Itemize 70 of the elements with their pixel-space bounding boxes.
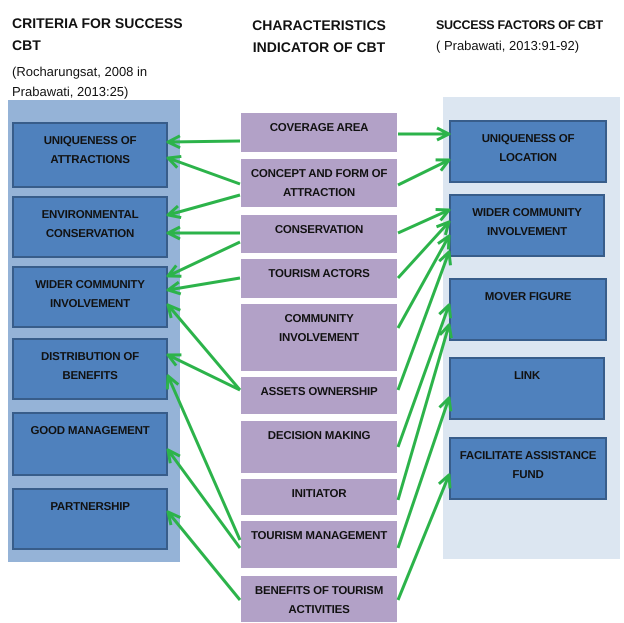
indicator-box [240,258,398,299]
criteria-box [449,278,607,341]
box-label: COVERAGE AREA [270,121,368,136]
arrow [398,126,450,142]
arrow [396,220,450,279]
arrow [166,374,242,541]
indicator-box [240,575,398,623]
arrow [397,208,450,234]
indicator-box [240,478,398,516]
arrow [396,324,453,500]
box-label: WIDER COMMUNITY INVOLVEMENT [471,206,583,240]
criteria-box [449,357,605,420]
arrow [396,474,452,601]
indicator-box [240,520,398,569]
arrow [396,304,452,448]
column-panel [443,97,620,559]
arrow [397,158,450,186]
box-label: COMMUNITY INVOLVEMENT [278,312,360,346]
indicator-box [240,420,398,474]
box-label: ASSETS OWNERSHIP [260,385,378,400]
indicator-box [240,303,398,372]
box-label: PARTNERSHIP [50,500,130,515]
box-label: GOOD MANAGEMENT [30,424,150,439]
criteria-box [12,196,168,258]
criteria-box [12,338,168,400]
box-label: TOURISM ACTORS [268,267,370,282]
arrow [166,194,240,220]
column-panel [8,100,180,562]
criteria-box [12,412,168,476]
box-label: DISTRIBUTION OF BENEFITS [40,350,140,384]
arrow [166,448,242,549]
indicator-box [240,376,398,415]
box-label: BENEFITS OF TOURISM ACTIVITIES [254,584,384,618]
arrow [166,134,240,150]
criteria-box [449,120,607,183]
citation-text: (Rocharungsat, 2008 in Prabawati, 2013:25) [12,63,148,101]
citation-text: ( Prabawati, 2013:91-92) [436,37,580,55]
indicator-box [240,158,398,208]
criteria-box [12,488,168,550]
arrow [166,226,240,240]
criteria-box [449,437,607,500]
box-label: TOURISM MANAGEMENT [250,529,388,544]
arrow [396,234,450,329]
column-heading: CRITERIA FOR SUCCESS CBT [12,14,184,55]
criteria-box [449,194,605,257]
box-label: CONSERVATION [274,223,364,238]
box-label: UNIQUENESS OF ATTRACTIONS [42,134,138,168]
box-label: DECISION MAKING [268,429,370,444]
box-label: MOVER FIGURE [484,290,572,305]
box-label: UNIQUENESS OF LOCATION [480,132,576,166]
arrow [396,250,452,391]
arrow [396,396,452,548]
column-heading: CHARACTERISTICS INDICATOR OF CBT [251,16,387,57]
box-label: INITIATOR [292,487,346,502]
box-label: ENVIRONMENTAL CONSERVATION [40,208,140,242]
arrow [166,276,240,296]
indicator-box [240,112,398,153]
criteria-box [12,122,168,188]
box-label: LINK [514,369,540,384]
arrow [166,154,240,186]
box-label: CONCEPT AND FORM OF ATTRACTION [250,167,388,201]
arrow [166,353,241,392]
arrow [166,304,242,391]
arrow [166,240,241,278]
indicator-box [240,214,398,254]
box-label: WIDER COMMUNITY INVOLVEMENT [34,278,146,312]
column-heading: SUCCESS FACTORS OF CBT [436,17,604,34]
box-label: FACILITATE ASSISTANCE FUND [458,449,598,483]
arrow [166,510,242,601]
criteria-box [12,266,168,328]
